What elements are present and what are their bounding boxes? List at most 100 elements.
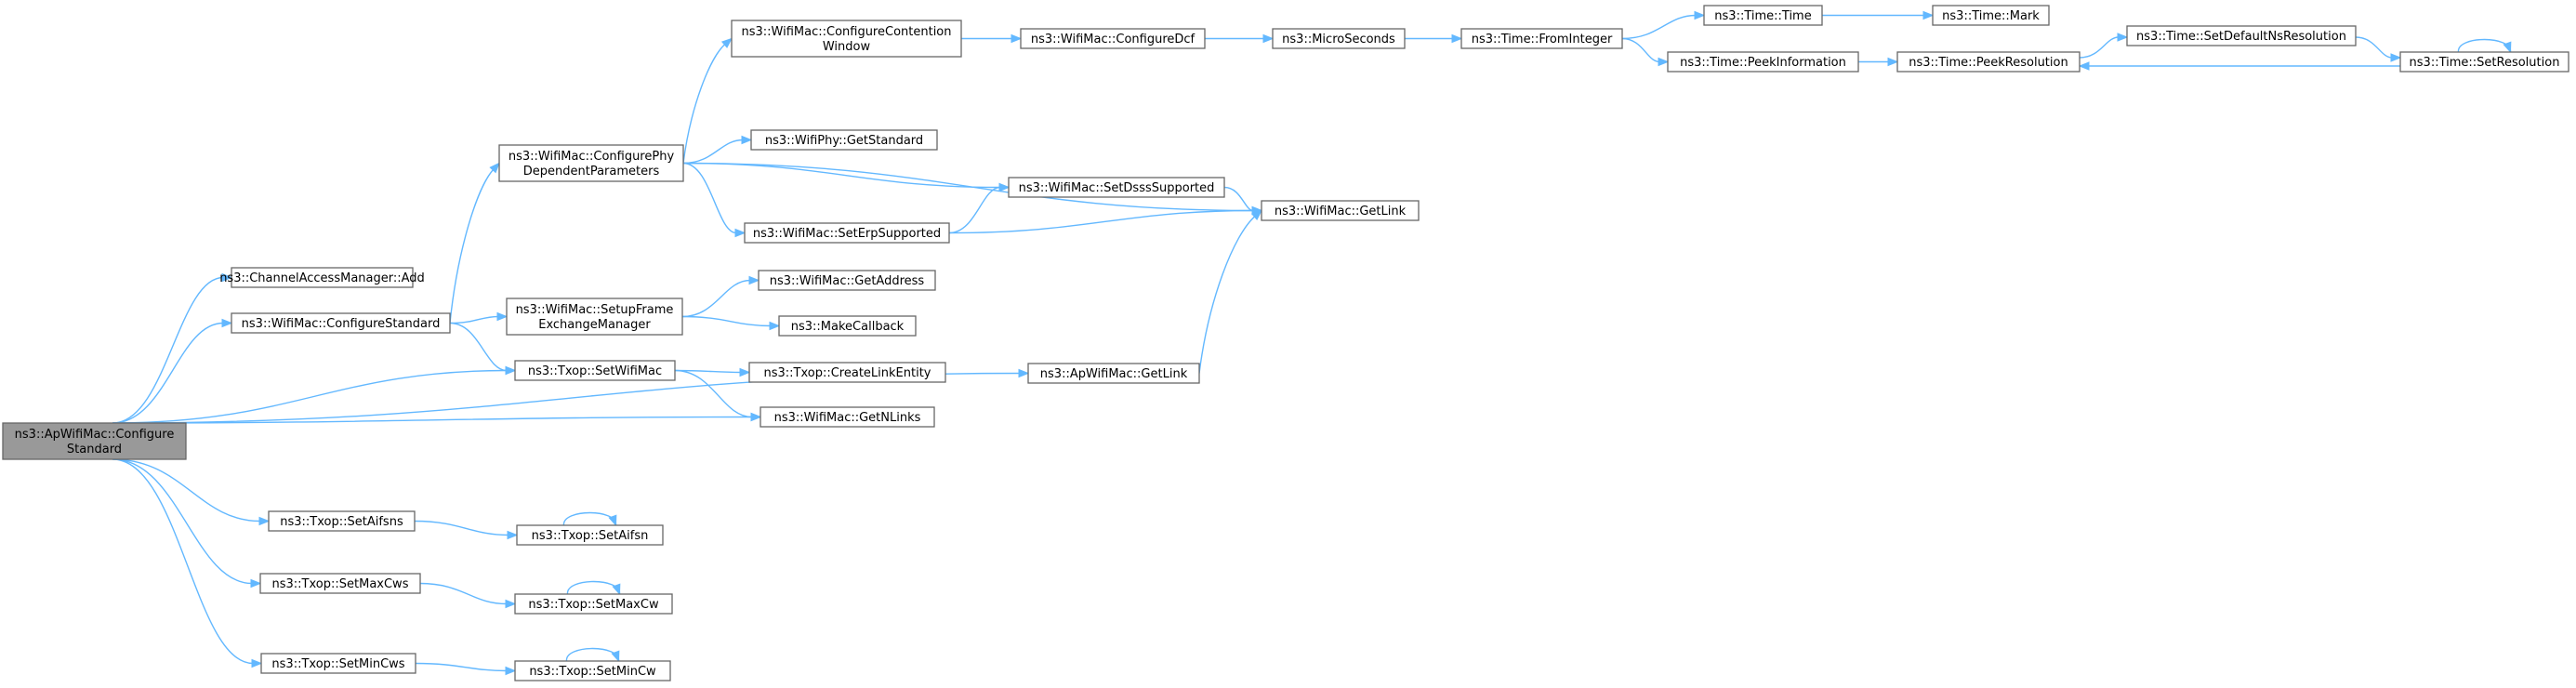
node-box-tx_setaifsns[interactable]: [268, 510, 416, 532]
node-label-wm_getnlinks-0: ns3::WifiMac::GetNLinks: [774, 411, 921, 425]
node-box-t_peekres[interactable]: [1896, 51, 2081, 73]
node-box-apwm_getlink[interactable]: [1027, 363, 1200, 384]
node-box-t_mark[interactable]: [1932, 5, 2050, 26]
node-tx_setaifsns[interactable]: ns3::Txop::SetAifsns: [268, 510, 416, 532]
edge-t_peekinfo-to-t_peekres-arrowhead: [1887, 57, 1899, 67]
edge-wm_cfgstd-to-wm_cfgphy-arrowhead: [489, 162, 500, 174]
node-box-tx_setaifsn[interactable]: [516, 524, 664, 546]
node-tx_setmaxcws[interactable]: ns3::Txop::SetMaxCws: [259, 573, 421, 594]
node-t_setdefres[interactable]: ns3::Time::SetDefaultNsResolution: [2126, 25, 2357, 46]
node-box-t_peekinfo[interactable]: [1667, 51, 1859, 73]
edge-t_setdefres-to-t_setres: [2355, 36, 2393, 59]
edge-wm_cfgphy-to-wphy_getstd-arrowhead: [741, 135, 753, 145]
edge-tx_setmincw-to-tx_setmincw: [565, 647, 620, 662]
node-apwm_getlink[interactable]: ns3::ApWifiMac::GetLink: [1027, 363, 1200, 384]
edge-root-to-tx_setaifsns: [112, 458, 261, 523]
node-label-tx_setmincws-0: ns3::Txop::SetMinCws: [271, 657, 404, 671]
node-box-cam_add[interactable]: [231, 267, 414, 288]
edge-wm_seterp-to-wm_setdsss-arrowhead: [998, 182, 1011, 192]
edge-wm_cfgphy-to-wm_getlink: [682, 162, 1254, 212]
node-label-tx_setaifsn-0: ns3::Txop::SetAifsn: [532, 529, 649, 543]
node-wm_cfgstd[interactable]: ns3::WifiMac::ConfigureStandard: [231, 312, 451, 334]
node-label-t_fromint-0: ns3::Time::FromInteger: [1472, 33, 1613, 46]
edge-tx_setaifsns-to-tx_setaifsn-arrowhead: [507, 530, 519, 540]
node-wphy_getstd[interactable]: ns3::WifiPhy::GetStandard: [750, 129, 938, 151]
node-box-tx_createle[interactable]: [748, 362, 946, 383]
node-t_mark[interactable]: ns3::Time::Mark: [1932, 5, 2050, 26]
node-box-wm_getaddr[interactable]: [758, 270, 936, 291]
node-box-wm_setdsss[interactable]: [1008, 177, 1225, 198]
edge-t_peekres-to-t_setdefres: [2079, 36, 2120, 59]
edge-tx_setmaxcw-to-tx_setmaxcw-arrowhead: [612, 583, 621, 596]
node-tx_setmincw[interactable]: ns3::Txop::SetMinCw: [514, 660, 671, 681]
edge-wm_cfgphy-to-wm_seterp-arrowhead: [734, 228, 746, 238]
node-tx_setwifimac[interactable]: ns3::Txop::SetWifiMac: [514, 360, 676, 381]
node-label-wm_cfgdcf-0: ns3::WifiMac::ConfigureDcf: [1031, 33, 1196, 46]
node-box-tx_setwifimac[interactable]: [514, 360, 676, 381]
node-wm_cfgdcf[interactable]: ns3::WifiMac::ConfigureDcf: [1020, 28, 1206, 49]
node-t_peekres[interactable]: ns3::Time::PeekResolution: [1896, 51, 2081, 73]
node-t_time[interactable]: ns3::Time::Time: [1703, 5, 1823, 26]
edge-root-to-tx_setmincws-arrowhead: [251, 658, 263, 668]
node-t_peekinfo[interactable]: ns3::Time::PeekInformation: [1667, 51, 1859, 73]
node-box-tx_setmaxcws[interactable]: [259, 573, 421, 594]
node-tx_setmincws[interactable]: ns3::Txop::SetMinCws: [260, 653, 416, 674]
node-makecb[interactable]: ns3::MakeCallback: [778, 315, 917, 337]
node-box-tx_setmincws[interactable]: [260, 653, 416, 674]
node-label-t_setres-0: ns3::Time::SetResolution: [2410, 56, 2560, 70]
node-box-makecb[interactable]: [778, 315, 917, 337]
node-tx_createle[interactable]: ns3::Txop::CreateLinkEntity: [748, 362, 946, 383]
node-wm_seterp[interactable]: ns3::WifiMac::SetErpSupported: [744, 222, 950, 244]
node-box-wm_cfgphy[interactable]: [498, 144, 684, 182]
edge-wm_setdsss-to-wm_getlink: [1223, 186, 1254, 212]
node-box-wphy_getstd[interactable]: [750, 129, 938, 151]
node-label-tx_setwifimac-0: ns3::Txop::SetWifiMac: [528, 364, 662, 378]
edge-t_fromint-to-t_time-arrowhead: [1694, 10, 1706, 20]
edge-wm_setupfem-to-wm_getaddr-arrowhead: [748, 275, 760, 285]
node-box-t_setdefres[interactable]: [2126, 25, 2357, 46]
edge-root-to-apwm_getlink-arrowhead: [1018, 368, 1030, 378]
node-label-t_peekinfo-0: ns3::Time::PeekInformation: [1680, 56, 1846, 70]
node-box-t_time[interactable]: [1703, 5, 1823, 26]
node-box-root[interactable]: [2, 422, 187, 460]
node-cam_add[interactable]: ns3::ChannelAccessManager::Add: [219, 267, 425, 288]
node-box-microsec[interactable]: [1272, 28, 1406, 49]
node-wm_getaddr[interactable]: ns3::WifiMac::GetAddress: [758, 270, 936, 291]
node-box-wm_getlink[interactable]: [1261, 200, 1420, 221]
node-box-t_setres[interactable]: [2399, 51, 2569, 73]
node-box-wm_cfgstd[interactable]: [231, 312, 451, 334]
node-label-wm_getlink-0: ns3::WifiMac::GetLink: [1275, 205, 1407, 218]
node-box-tx_setmaxcw[interactable]: [514, 593, 673, 615]
node-wm_setdsss[interactable]: ns3::WifiMac::SetDsssSupported: [1008, 177, 1225, 198]
edge-wm_cfgphy-to-wm_seterp: [682, 162, 737, 234]
edge-root-to-tx_setmaxcws-arrowhead: [250, 578, 262, 589]
node-box-t_fromint[interactable]: [1460, 28, 1623, 49]
edge-root-to-tx_setaifsns-arrowhead: [258, 516, 271, 526]
edge-wm_cfgphy-to-wphy_getstd: [682, 139, 744, 165]
node-label-apwm_getlink-0: ns3::ApWifiMac::GetLink: [1040, 367, 1188, 381]
node-box-tx_setmincw[interactable]: [514, 660, 671, 681]
node-wm_cfgphy[interactable]: ns3::WifiMac::ConfigurePhyDependentParam…: [498, 144, 684, 182]
node-box-wm_getnlinks[interactable]: [760, 406, 935, 428]
node-wm_getnlinks[interactable]: ns3::WifiMac::GetNLinks: [760, 406, 935, 428]
node-tx_setmaxcw[interactable]: ns3::Txop::SetMaxCw: [514, 593, 673, 615]
node-t_setres[interactable]: ns3::Time::SetResolution: [2399, 51, 2569, 73]
node-box-wm_cfgcw[interactable]: [731, 20, 962, 58]
edge-t_setres-to-t_setres: [2457, 38, 2512, 53]
node-box-wm_setupfem[interactable]: [506, 298, 683, 336]
node-wm_getlink[interactable]: ns3::WifiMac::GetLink: [1261, 200, 1420, 221]
node-box-wm_seterp[interactable]: [744, 222, 950, 244]
edge-root-to-wm_getnlinks: [112, 416, 753, 424]
node-tx_setaifsn[interactable]: ns3::Txop::SetAifsn: [516, 524, 664, 546]
node-t_fromint[interactable]: ns3::Time::FromInteger: [1460, 28, 1623, 49]
node-root[interactable]: ns3::ApWifiMac::ConfigureStandard: [2, 422, 187, 460]
node-box-wm_cfgdcf[interactable]: [1020, 28, 1206, 49]
edge-tx_setmaxcws-to-tx_setmaxcw: [419, 582, 508, 605]
edge-tx_setmincws-to-tx_setmincw: [415, 662, 508, 672]
node-label-t_mark-0: ns3::Time::Mark: [1942, 9, 2040, 23]
node-microsec[interactable]: ns3::MicroSeconds: [1272, 28, 1406, 49]
nodes-layer: ns3::ApWifiMac::ConfigureStandard ns3::Ch…: [2, 5, 2569, 681]
